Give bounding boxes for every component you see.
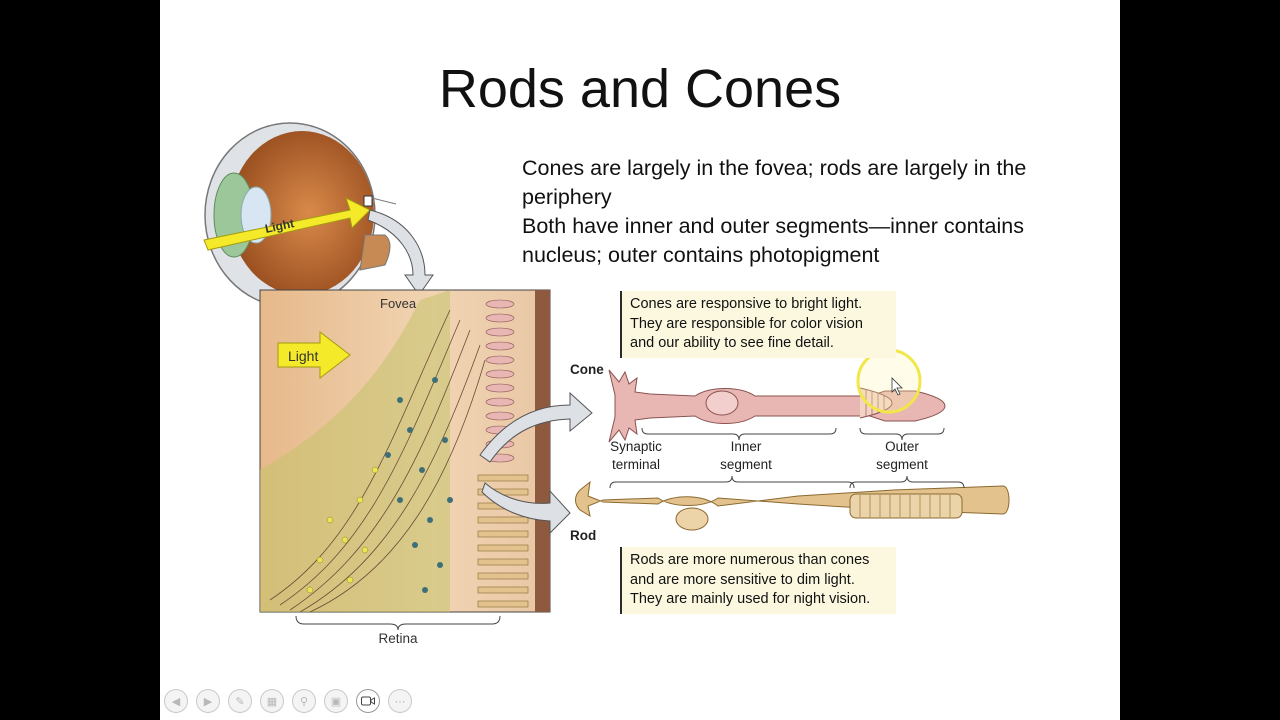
rod-callout: Rods are more numerous than cones and ar…: [620, 547, 896, 614]
subtitles-icon[interactable]: ▣: [324, 689, 348, 713]
slides-icon[interactable]: ▦: [260, 689, 284, 713]
zoom-icon[interactable]: ⚲: [292, 689, 316, 713]
inner-segment-label: Inner segment: [716, 438, 776, 474]
retina-cross-section: [260, 290, 550, 612]
eyeball-illustration: [205, 123, 396, 307]
synaptic-terminal-label: Synaptic terminal: [606, 438, 666, 474]
rod-label: Rod: [570, 527, 596, 545]
retina-light-label: Light: [288, 348, 318, 364]
cone-label: Cone: [570, 361, 604, 379]
outer-segment-label: Outer segment: [872, 438, 932, 474]
presentation-toolbar: ◀ ▶ ✎ ▦ ⚲ ▣ ⋯: [164, 689, 412, 715]
pen-icon[interactable]: ✎: [228, 689, 252, 713]
fovea-label: Fovea: [380, 296, 417, 311]
cone-callout: Cones are responsive to bright light. Th…: [620, 291, 896, 358]
retina-brace: [296, 616, 500, 630]
retina-label: Retina: [378, 631, 418, 646]
camera-icon[interactable]: [356, 689, 380, 713]
cursor-highlight: [858, 350, 920, 412]
more-icon[interactable]: ⋯: [388, 689, 412, 713]
next-icon[interactable]: ▶: [196, 689, 220, 713]
rod-cell-illustration: [576, 482, 1010, 530]
prev-icon[interactable]: ◀: [164, 689, 188, 713]
slide: Rods and Cones Cones are largely in the …: [160, 0, 1120, 720]
